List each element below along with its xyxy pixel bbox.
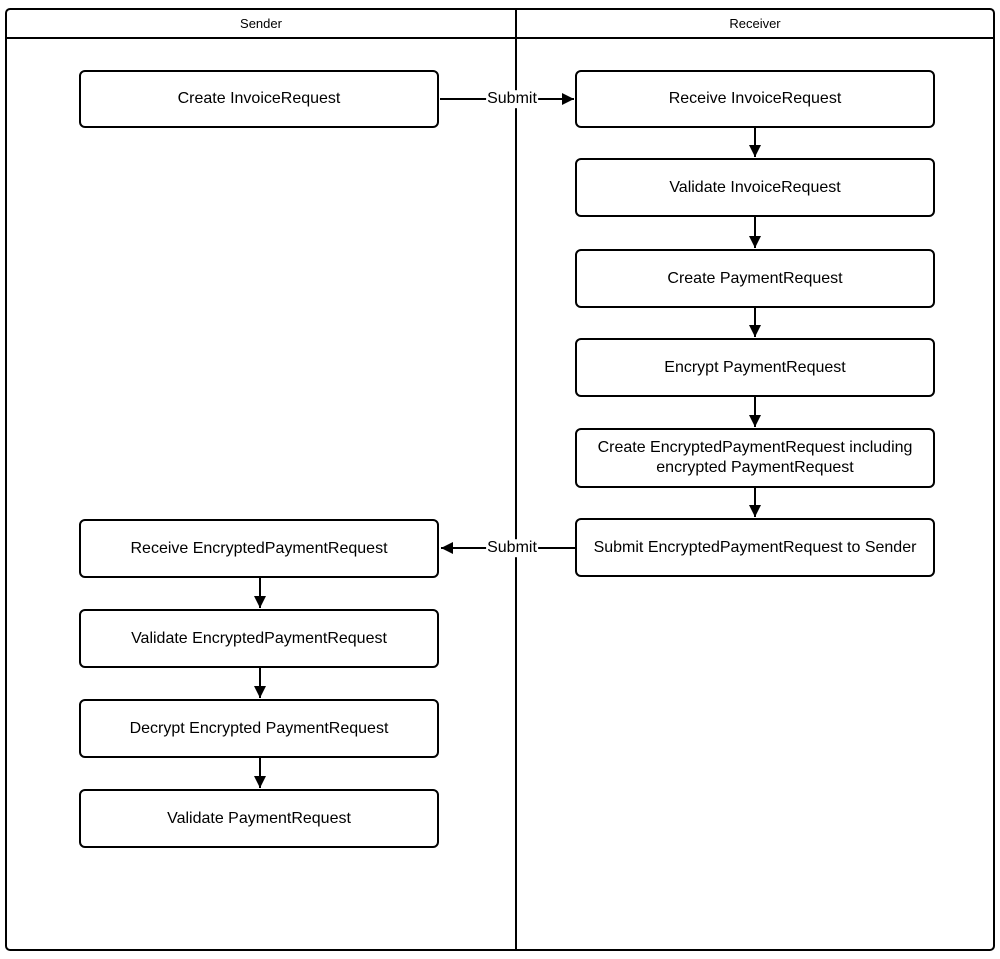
- lane-divider: [515, 9, 517, 950]
- node-decrypt-encrypted-paymentrequest: Decrypt Encrypted PaymentRequest: [79, 699, 439, 758]
- edge-label-submit-bottom: Submit: [486, 539, 538, 557]
- node-submit-encryptedpaymentrequest: Submit EncryptedPaymentRequest to Sender: [575, 518, 935, 577]
- lane-title-sender: Sender: [240, 15, 282, 31]
- node-receive-invoicerequest: Receive InvoiceRequest: [575, 70, 935, 128]
- edge-label-submit-top: Submit: [486, 90, 538, 108]
- node-encrypt-paymentrequest: Encrypt PaymentRequest: [575, 338, 935, 397]
- node-validate-paymentrequest: Validate PaymentRequest: [79, 789, 439, 848]
- lane-title-receiver: Receiver: [729, 15, 781, 31]
- node-create-paymentrequest: Create PaymentRequest: [575, 249, 935, 308]
- node-validate-encryptedpaymentrequest: Validate EncryptedPaymentRequest: [79, 609, 439, 668]
- lane-header-divider: [6, 37, 994, 39]
- node-receive-encryptedpaymentrequest: Receive EncryptedPaymentRequest: [79, 519, 439, 578]
- node-create-encryptedpaymentrequest: Create EncryptedPaymentRequest including…: [575, 428, 935, 488]
- node-create-invoicerequest: Create InvoiceRequest: [79, 70, 439, 128]
- node-validate-invoicerequest: Validate InvoiceRequest: [575, 158, 935, 217]
